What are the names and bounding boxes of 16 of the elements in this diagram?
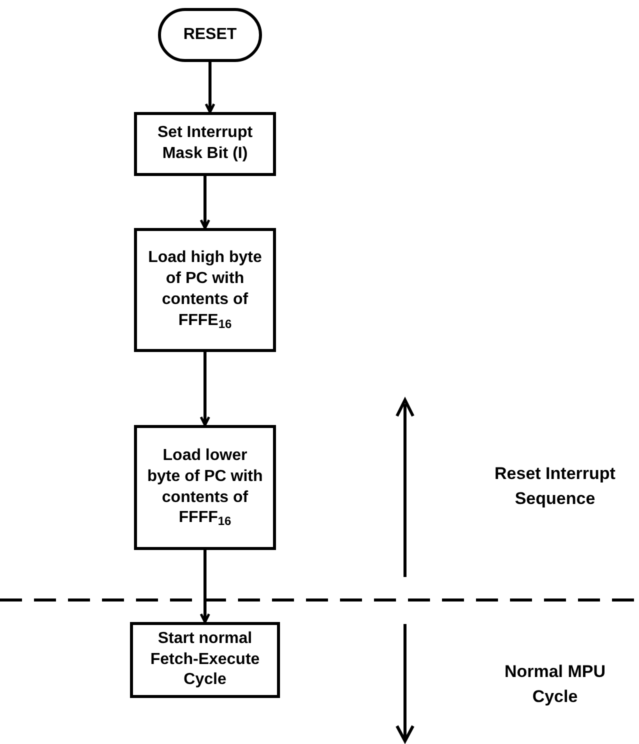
arrow <box>200 352 210 426</box>
arrow <box>200 550 210 624</box>
node-text: Set Interrupt Mask Bit (I) <box>156 123 254 164</box>
section-label: Reset Interrupt Sequence <box>494 463 616 510</box>
arrow <box>204 62 216 114</box>
node-text: RESET <box>183 24 237 45</box>
arrow <box>200 176 210 230</box>
process-box <box>134 425 276 550</box>
process-box <box>130 622 280 698</box>
node-text: Start normal Fetch-Execute Cycle <box>149 628 261 690</box>
terminal-box <box>158 8 262 62</box>
process-box <box>134 228 276 352</box>
node-text: Load high byte of PC with contents of FFFE$_{16}$ <box>147 248 263 332</box>
node-text: Load lower byte of PC with contents of FFFF$_{16}$ <box>146 446 264 530</box>
process-box <box>134 112 276 176</box>
section-label: Normal MPU Cycle <box>503 661 607 708</box>
